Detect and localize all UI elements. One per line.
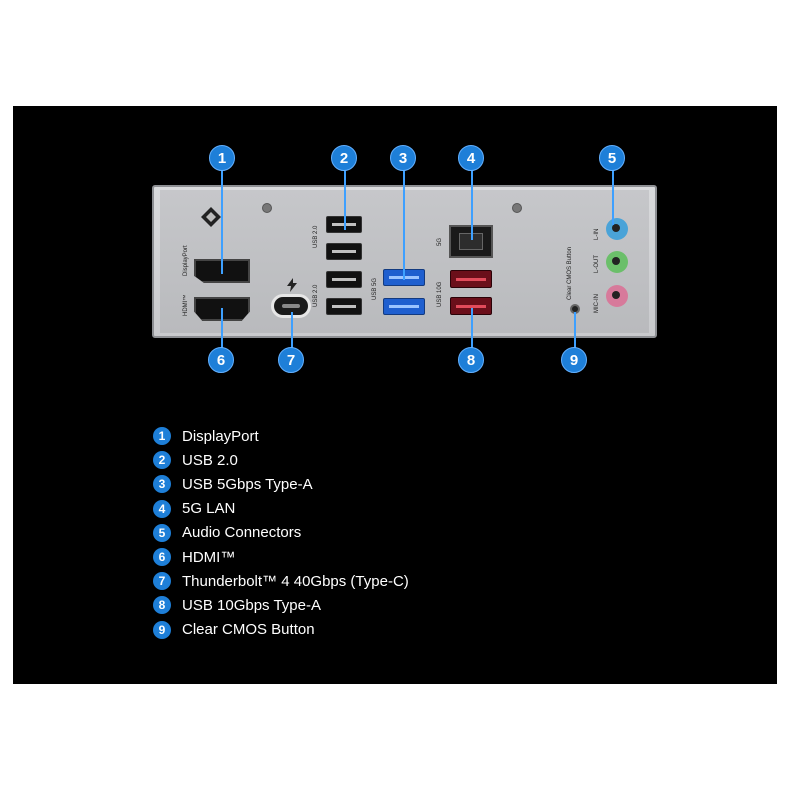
legend-number: 7 [153,572,171,591]
legend-item: 4 5G LAN [153,497,409,521]
legend-label: USB 5Gbps Type-A [182,475,313,493]
legend-label: 5G LAN [182,500,236,518]
usb10g-label: USB 10G [437,281,443,307]
callout-leader [471,308,473,348]
usb20-bottom-label: USB 2.0 [313,284,319,307]
legend-item: 1 DisplayPort [153,424,409,448]
callout-badge-3: 3 [390,145,416,171]
callout-leader [574,312,576,348]
usb10g-port [450,270,492,288]
mic-in-label: MIC-IN [594,294,600,313]
usb5g-label: USB 5G [372,277,378,300]
usb20-top-label: USB 2.0 [313,225,319,248]
legend-number: 5 [153,523,171,542]
legend-label: Thunderbolt™ 4 40Gbps (Type-C) [182,572,409,590]
callout-badge-7: 7 [278,347,304,373]
callout-leader [403,170,405,280]
callout-leader [471,170,473,240]
clear-cmos-label: Clear CMOS Button [567,246,573,300]
thunderbolt-icon [287,278,297,292]
usb20-port [326,298,362,315]
screw-icon [512,203,522,213]
callout-badge-9: 9 [561,347,587,373]
legend-number: 9 [153,620,171,639]
callout-badge-2: 2 [331,145,357,171]
line-in-label: L-IN [594,228,600,240]
usb20-port [326,243,362,260]
screw-icon [262,203,272,213]
legend-number: 8 [153,596,171,615]
legend-label: Audio Connectors [182,524,302,542]
legend-item: 8 USB 10Gbps Type-A [153,593,409,617]
usb20-port [326,271,362,288]
legend-label: Clear CMOS Button [182,621,315,639]
mic-in-jack [606,285,628,307]
legend-number: 2 [153,451,171,470]
usb5g-port [383,298,425,315]
brand-logo-icon [201,207,221,227]
legend-number: 3 [153,475,171,494]
callout-leader [344,170,346,230]
callout-leader [221,170,223,274]
legend-label: HDMI™ [182,548,236,566]
legend-label: USB 10Gbps Type-A [182,596,321,614]
legend-item: 3 USB 5Gbps Type-A [153,472,409,496]
line-out-label: L-OUT [594,255,600,273]
legend-item: 5 Audio Connectors [153,521,409,545]
legend-number: 4 [153,499,171,518]
legend-item: 2 USB 2.0 [153,448,409,472]
legend-item: 9 Clear CMOS Button [153,618,409,642]
callout-badge-8: 8 [458,347,484,373]
port-legend: 1 DisplayPort 2 USB 2.0 3 USB 5Gbps Type… [153,424,409,642]
callout-leader [221,308,223,348]
legend-label: USB 2.0 [182,451,238,469]
callout-badge-1: 1 [209,145,235,171]
lan-label: 5G [437,237,443,246]
line-in-jack [606,218,628,240]
displayport-label: DisplayPort [183,245,189,276]
callout-leader [291,312,293,348]
legend-number: 1 [153,427,171,446]
callout-badge-5: 5 [599,145,625,171]
callout-badge-6: 6 [208,347,234,373]
hdmi-logo-label: HDMI™ [183,294,189,316]
callout-leader [612,170,614,225]
callout-badge-4: 4 [458,145,484,171]
legend-number: 6 [153,548,171,567]
line-out-jack [606,251,628,273]
legend-item: 6 HDMI™ [153,545,409,569]
legend-item: 7 Thunderbolt™ 4 40Gbps (Type-C) [153,569,409,593]
legend-label: DisplayPort [182,427,259,445]
